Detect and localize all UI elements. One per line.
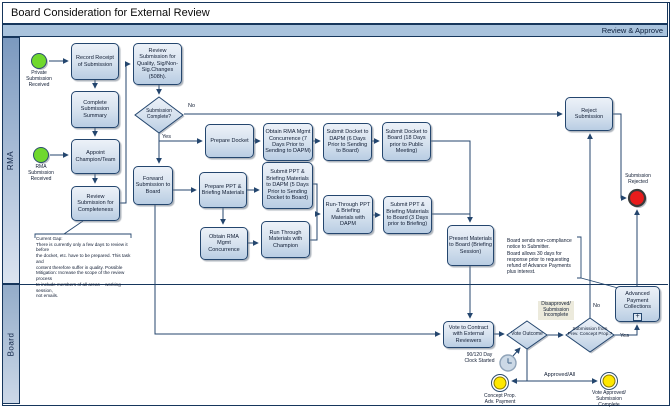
phase-label: Review & Approve: [601, 26, 663, 35]
sequence-flows: [49, 58, 640, 384]
label-no-1: No: [188, 103, 196, 109]
label-disapproved: Disapproved/ Submission Incomplete: [538, 301, 574, 320]
label-private-start: Private Submission Received: [26, 70, 52, 88]
diagram-title-text: Board Consideration for External Review: [11, 7, 210, 19]
label-no-2: No: [593, 303, 601, 309]
annotation-current-gap: Current Gap: There is currently only a f…: [36, 236, 131, 299]
diagram-title: Board Consideration for External Review: [2, 2, 668, 24]
annotation-brackets: [34, 220, 619, 289]
task-vote-contract: Vote to Contract with External Reviewers: [443, 321, 494, 348]
gateway-vote-outcome: Vote Outcome: [511, 331, 543, 337]
task-present-materials: Present Materials to Board (Briefing Ses…: [447, 225, 494, 266]
task-record-receipt: Record Receipt of Submission: [71, 43, 119, 80]
label-rejected-end: Submission Rejected: [625, 173, 651, 185]
task-run-through-dapm: Run-Through PPT & Briefing Materials wit…: [323, 195, 373, 234]
lane-divider: [2, 284, 668, 285]
label-timer: 90/120 Day Clock Started: [464, 352, 495, 364]
label-yes-2: Yes: [620, 333, 629, 339]
gateway-submission-prev: Submission from Prev. Concept Prop.?: [567, 326, 613, 337]
task-obtain-rma-2: Obtain RMA Mgmt Concurrence: [200, 227, 248, 260]
phase-bar: Review & Approve: [2, 24, 668, 37]
gateway-shapes: [134, 96, 616, 354]
label-vote-approved: Vote Approved/ Submission Complete: [592, 390, 626, 408]
task-reject-submission: Reject Submission: [565, 97, 613, 131]
subprocess-plus-icon: +: [633, 313, 642, 321]
task-submit-docket-board: Submit Docket to Board (18 Days prior to…: [382, 122, 431, 161]
task-submit-docket-dapm: Submit Docket to DAPM (6 Days Prior to S…: [323, 123, 372, 161]
start-event-rma-icon: [33, 147, 49, 163]
task-review-quality: Review Submission for Quality, Sig/Non-S…: [133, 43, 182, 85]
task-review-completeness: Review Submission for Completeness: [71, 186, 120, 221]
event-shapes: [31, 53, 647, 392]
annotation-compliance: Board sends non-compliance notice to Sub…: [507, 238, 572, 276]
lane-rma: RMA: [2, 37, 20, 284]
task-prepare-docket: Prepare Docket: [205, 124, 254, 158]
task-prepare-ppt: Prepare PPT & Briefing Materials: [199, 172, 247, 208]
task-run-through-champion: Run Through Materials with Champion: [261, 221, 310, 258]
task-complete-summary: Complete Submission Summary: [71, 91, 119, 128]
label-yes-1: Yes: [162, 134, 171, 140]
task-obtain-rma-1: Obtain RMA Mgmt Concurrence (7 Days Prio…: [263, 123, 313, 161]
task-appoint-champion: Appoint Champion/Team: [71, 139, 120, 174]
task-submit-ppt-board: Submit PPT & Briefing Materials to Board…: [383, 196, 432, 234]
label-approved-all: Approved/All: [544, 372, 576, 378]
start-event-private-icon: [31, 53, 47, 69]
label-concept-payment: Concept Prop. Adv. Payment: [484, 393, 516, 405]
end-event-rejected-icon: [627, 188, 647, 208]
task-forward-submission: Forward Submission to Board: [133, 166, 173, 205]
task-submit-ppt-dapm: Submit PPT & Briefing Materials to DAPM …: [262, 162, 313, 209]
label-rma-start: RMA Submission Received: [28, 164, 54, 182]
gateway-submission-complete: Submission Complete?: [146, 108, 172, 120]
